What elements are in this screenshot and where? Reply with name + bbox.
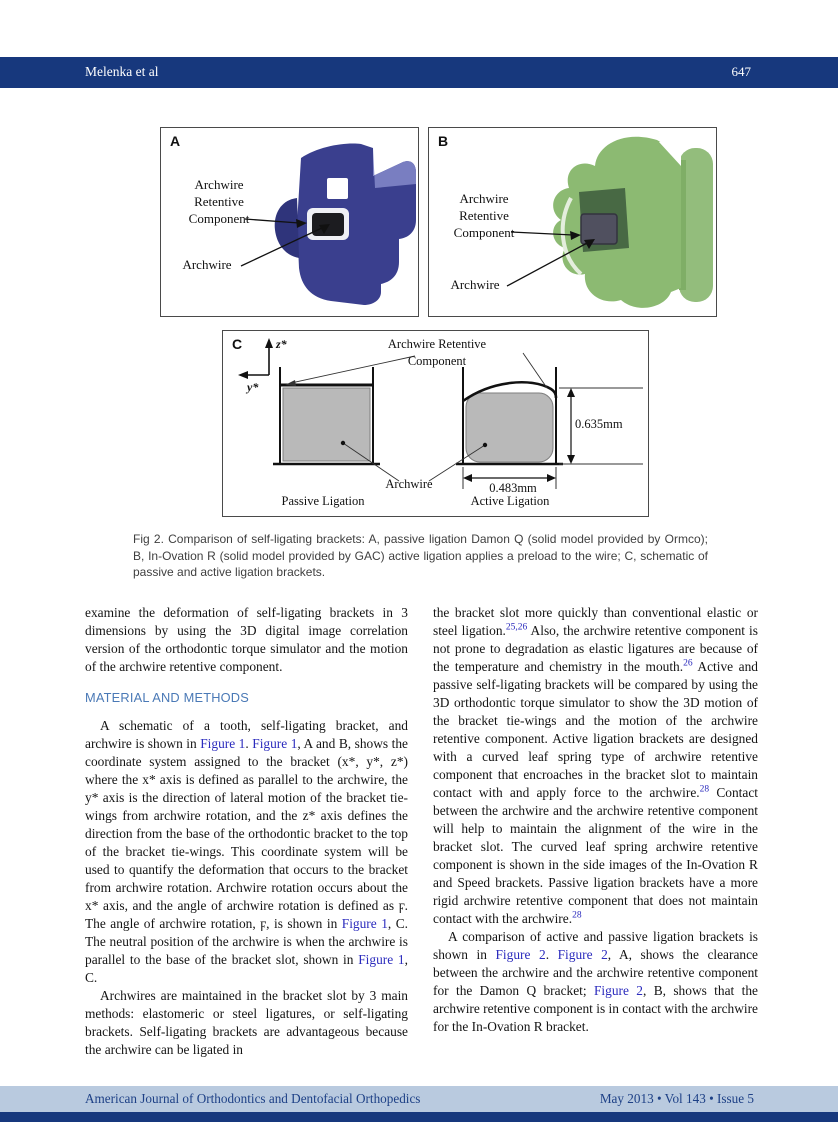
text-run: the bracket slot more quickly than conve…: [433, 605, 758, 638]
paragraph: examine the deformation of self-ligating…: [85, 604, 408, 676]
text-run: Archwires are maintained in the bracket …: [85, 988, 408, 1057]
figure2-panel-b: B Archwire Retentive Component Archwire: [428, 127, 717, 317]
callout-archwire: Archwire: [182, 257, 232, 272]
callout-archwire-retentive-component: Archwire Retentive Component: [387, 337, 487, 368]
citation-reference[interactable]: 25,26: [505, 622, 528, 633]
paragraph: Archwires are maintained in the bracket …: [85, 987, 408, 1059]
figure-link[interactable]: Figure 1: [252, 736, 298, 751]
ligation-schematic: [238, 338, 643, 489]
archwire-cross-section: [580, 213, 618, 245]
panel-c-label: C: [232, 336, 243, 352]
passive-ligation-caption: Passive Ligation: [281, 494, 365, 508]
y-axis-label: y*: [247, 380, 259, 394]
header-bar: [0, 57, 838, 88]
archwire-callout-line-left: [342, 442, 400, 482]
dimension-width-value: 0.483mm: [489, 481, 537, 495]
body-column-left: examine the deformation of self-ligating…: [85, 604, 408, 1059]
text-run: , C. The neutral position of the archwir…: [85, 916, 408, 967]
figure-link[interactable]: Figure 1: [200, 736, 246, 751]
text-run: .: [245, 736, 253, 751]
text-run: Contact between the archwire and the arc…: [433, 785, 758, 926]
callout-arrow-head: [584, 239, 595, 249]
panel-b-label: B: [438, 133, 449, 149]
z-axis-label: z*: [276, 337, 287, 351]
citation-reference[interactable]: 28: [699, 784, 710, 795]
callout-archwire: Archwire: [385, 477, 433, 491]
figure2-caption: Fig 2. Comparison of self-ligating brack…: [133, 532, 708, 579]
retentive-callout-arrow: [285, 380, 296, 386]
callout-arrow-line: [244, 218, 300, 224]
damon-q-bracket-render: [240, 143, 416, 305]
callout-archwire: Archwire: [450, 277, 500, 292]
active-ligation-caption: Active Ligation: [470, 494, 550, 508]
figure-link[interactable]: Figure 2: [495, 947, 546, 962]
text-run: Also, the archwire retentive component i…: [433, 623, 758, 674]
archwire-callout-dot: [340, 440, 346, 446]
dim-arrow-right: [547, 474, 556, 482]
text-run: , A and B, shows the coordinate system a…: [85, 736, 408, 931]
dim-arrow-left: [463, 474, 472, 482]
footer-navy-strip: [0, 1112, 838, 1122]
paragraph: A schematic of a tooth, self-ligating br…: [85, 717, 408, 987]
active-archwire-section: [465, 392, 554, 463]
callout-arrow-line: [240, 226, 325, 267]
running-head-authors: Melenka et al: [85, 64, 159, 79]
text-run: Active and passive self-ligating bracket…: [433, 659, 759, 800]
callout-archwire-retentive-component: Archwire Retentive Component: [453, 191, 515, 241]
retentive-callout-line-right: [522, 352, 548, 389]
bracket-top-notch: [659, 138, 681, 166]
footer-bar: [0, 1086, 838, 1112]
leaf-spring-wire: [560, 197, 583, 276]
dim-arrow-down: [567, 455, 575, 464]
callout-arrow-head: [319, 224, 330, 234]
text-run: A schematic of a tooth, self-ligating br…: [85, 718, 408, 751]
page-number: 647: [731, 64, 752, 79]
figure-link[interactable]: Figure 2: [593, 983, 643, 998]
footer-issue-info: May 2013 • Vol 143 • Issue 5: [599, 1091, 754, 1106]
archwire-callout-dot: [482, 442, 488, 448]
panel-a-label: A: [170, 133, 181, 149]
citation-reference[interactable]: 26: [683, 658, 693, 669]
bracket-base-slab: [679, 148, 713, 302]
bracket-highlight-facet: [373, 148, 416, 188]
z-axis-arrow: [265, 338, 273, 348]
text-run: A comparison of active and passive ligat…: [433, 929, 758, 962]
body-column-right: the bracket slot more quickly than conve…: [433, 604, 758, 1036]
text-run: examine the deformation of self-ligating…: [85, 605, 408, 674]
dimension-height-value: 0.635mm: [575, 417, 623, 431]
callout-arrow-head: [296, 219, 307, 228]
figure-link[interactable]: Figure 1: [358, 952, 405, 967]
citation-reference[interactable]: 28: [572, 910, 582, 921]
callout-archwire-retentive-component: Archwire Retentive Component: [188, 177, 250, 227]
in-ovation-r-bracket-render: [506, 136, 713, 308]
retentive-door: [274, 198, 299, 258]
callout-arrow-line: [506, 241, 590, 287]
text-run: , C.: [85, 952, 408, 985]
paragraph: A comparison of active and passive ligat…: [433, 928, 758, 1036]
dim-arrow-up: [567, 388, 575, 397]
text-run: .: [545, 947, 558, 962]
tie-wing-hole: [327, 178, 348, 199]
section-heading-material-and-methods: MATERIAL AND METHODS: [85, 690, 249, 705]
archwire-callout-line-right: [428, 444, 486, 482]
text-run: , B, shows that the archwire retentive c…: [433, 983, 758, 1034]
text-run: , A, shows the clearance between the arc…: [433, 947, 758, 998]
active-retentive-component: [462, 380, 558, 403]
footer-journal-name: American Journal of Orthodontics and Den…: [85, 1091, 421, 1106]
figure-link[interactable]: Figure 1: [341, 916, 388, 931]
y-axis-arrow: [238, 371, 248, 379]
figure2-panel-c: C z* y* Archwire Retentive Component Arc…: [222, 330, 649, 517]
paragraph: the bracket slot more quickly than conve…: [433, 604, 758, 928]
figure2-panel-a: A Archwire Retentive Component Archwire: [160, 127, 419, 317]
callout-arrow-line: [510, 231, 574, 236]
passive-archwire-section: [282, 387, 371, 462]
callout-arrow-head: [570, 231, 581, 240]
retentive-callout-line-left: [290, 355, 416, 384]
figure-link[interactable]: Figure 2: [557, 947, 608, 962]
